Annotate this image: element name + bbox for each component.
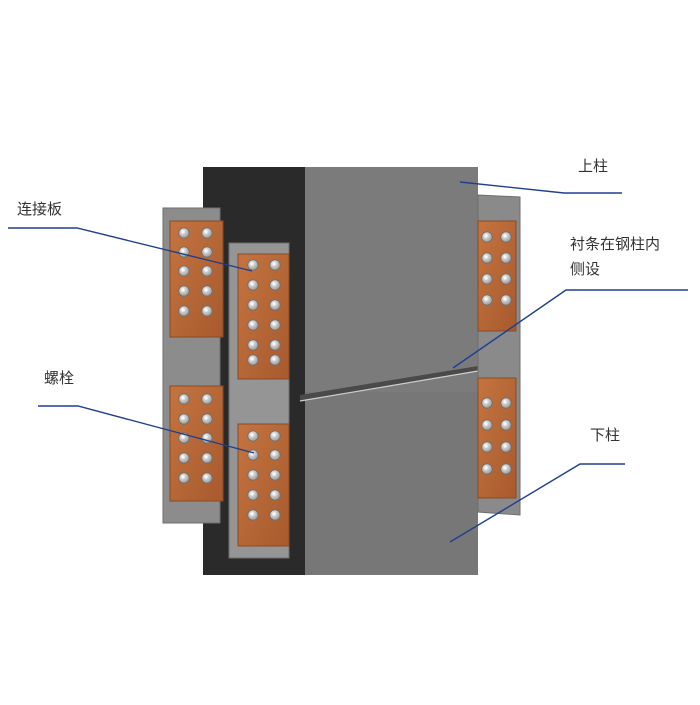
plate-left-upper — [169, 220, 224, 338]
bolt-highlight — [272, 322, 276, 326]
bolt-highlight — [204, 268, 208, 272]
bolt-highlight — [204, 455, 208, 459]
bolt-highlight — [272, 452, 276, 456]
bolt-highlight — [250, 262, 254, 266]
bolt-highlight — [503, 297, 507, 301]
bolt-leader — [38, 405, 255, 454]
bolt-highlight — [181, 396, 185, 400]
lining-leader — [452, 289, 688, 369]
bolt-highlight — [181, 288, 185, 292]
bolt-highlight — [484, 276, 488, 280]
bolt-highlight — [250, 472, 254, 476]
bolt-highlight — [181, 455, 185, 459]
bolt-highlight — [503, 466, 507, 470]
plate-left-lower — [169, 385, 224, 502]
bolt-highlight — [503, 255, 507, 259]
upper-column-label: 上柱 — [578, 157, 609, 175]
lower-column-leader — [449, 463, 625, 543]
bolt-highlight — [272, 433, 276, 437]
bolts — [178, 227, 512, 521]
bolt-highlight — [250, 342, 254, 346]
bolt-highlight — [204, 288, 208, 292]
bolt-highlight — [272, 492, 276, 496]
lining-label-line2: 侧设 — [570, 260, 601, 278]
bolt-highlight — [250, 433, 254, 437]
lower-column-label: 下柱 — [590, 426, 621, 444]
bolt-highlight — [272, 357, 276, 361]
bolt-highlight — [503, 276, 507, 280]
bolt-highlight — [204, 308, 208, 312]
bolt-highlight — [250, 302, 254, 306]
leader-lines — [8, 181, 688, 543]
bolt-highlight — [250, 492, 254, 496]
bolt-highlight — [204, 396, 208, 400]
bolt-highlight — [181, 416, 185, 420]
bolt-highlight — [272, 262, 276, 266]
splice-seam — [300, 366, 478, 401]
bolt-highlight — [484, 422, 488, 426]
bolt-highlight — [272, 302, 276, 306]
bolt-highlight — [503, 444, 507, 448]
bolt-highlight — [181, 268, 185, 272]
bolt-highlight — [181, 475, 185, 479]
bolt-highlight — [503, 234, 507, 238]
plate-inner-upper — [237, 253, 290, 380]
bolt-highlight — [272, 512, 276, 516]
plate-leader — [8, 227, 253, 272]
bolt-highlight — [484, 234, 488, 238]
bolt-highlight — [181, 435, 185, 439]
bolt-highlight — [181, 230, 185, 234]
plate-inner-lower — [237, 423, 290, 547]
bolt-highlight — [204, 475, 208, 479]
bolt-highlight — [484, 466, 488, 470]
lower-column-face — [305, 392, 478, 575]
bolt-highlight — [204, 416, 208, 420]
bolt-highlight — [503, 400, 507, 404]
bolt-highlight — [204, 435, 208, 439]
plate-label: 连接板 — [17, 200, 63, 218]
bolt-highlight — [272, 282, 276, 286]
bolt-highlight — [204, 230, 208, 234]
bolt-highlight — [484, 444, 488, 448]
upper-column-leader — [459, 181, 622, 194]
plate-right-lower — [477, 377, 517, 499]
bolt-highlight — [484, 400, 488, 404]
bolt-label: 螺栓 — [44, 369, 75, 387]
bolt-highlight — [250, 322, 254, 326]
bolt-highlight — [204, 249, 208, 253]
connection-plates — [169, 220, 517, 547]
lining-label-line1: 衬条在钢柱内 — [570, 235, 661, 253]
bolt-highlight — [272, 342, 276, 346]
bolt-highlight — [250, 512, 254, 516]
bolt-highlight — [484, 297, 488, 301]
bolt-highlight — [250, 357, 254, 361]
upper-column-face — [305, 167, 478, 392]
bolt-highlight — [181, 249, 185, 253]
bolt-highlight — [250, 282, 254, 286]
bolt-highlight — [484, 255, 488, 259]
bolt-highlight — [181, 308, 185, 312]
bolt-highlight — [503, 422, 507, 426]
bolt-highlight — [272, 472, 276, 476]
